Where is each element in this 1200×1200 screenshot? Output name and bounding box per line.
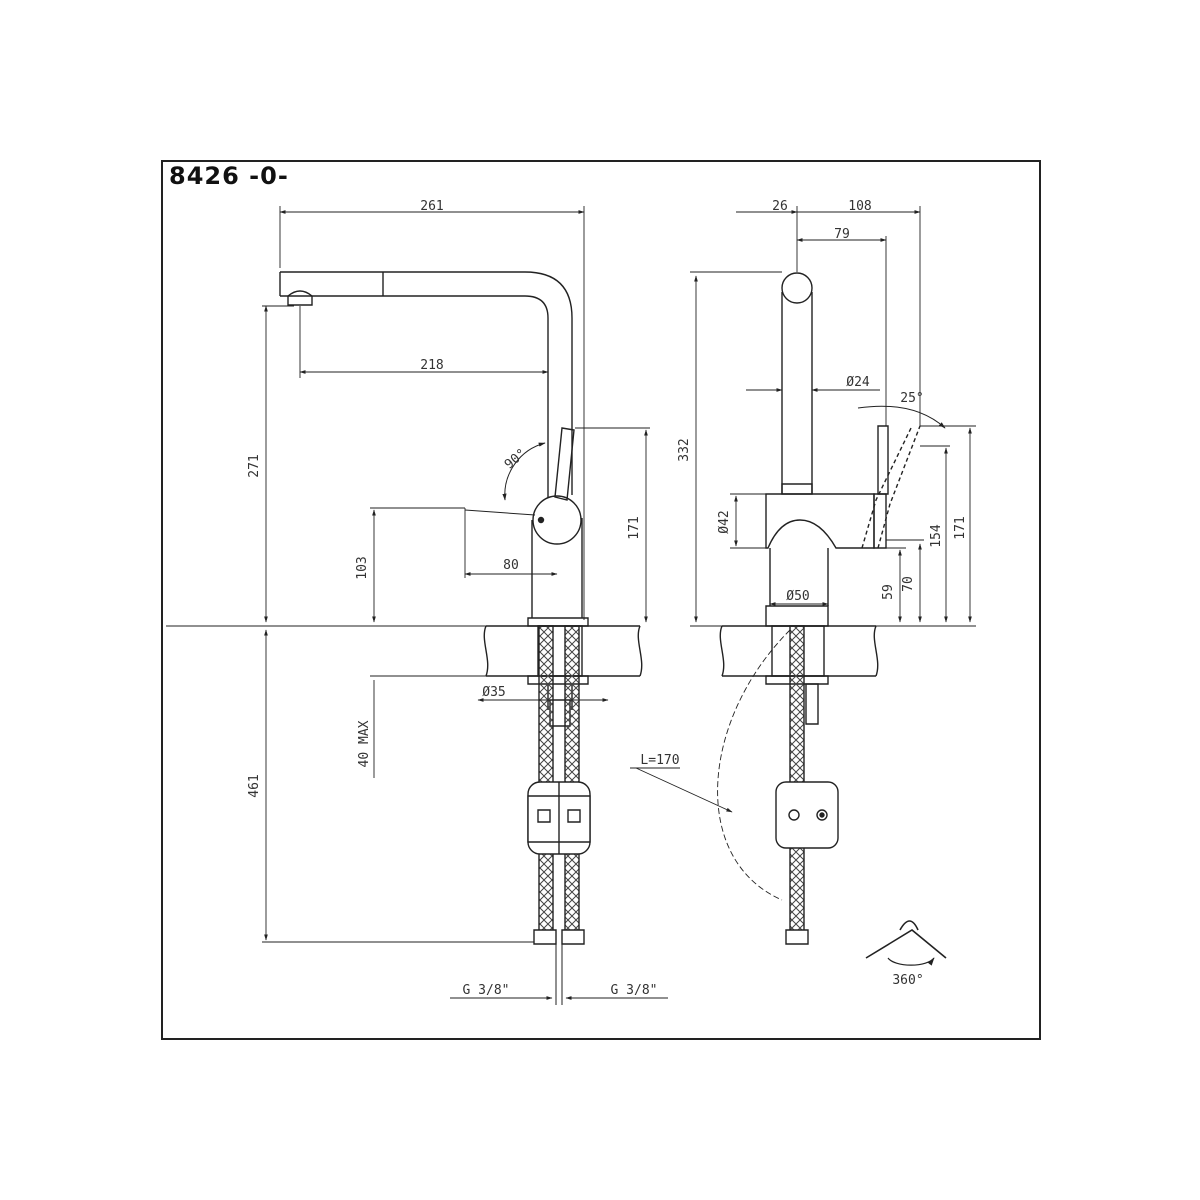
tap-body [528,496,588,626]
dim-deck-thickness: 40 MAX [357,720,372,767]
front-view [280,272,642,1005]
dim-below-deck: 461 [247,774,262,797]
dim-base-diameter: Ø50 [786,589,809,604]
dim-thread-left: G 3/8" [463,983,510,998]
dim-hose-length: L=170 [640,753,679,768]
supply-hoses [528,626,590,1005]
dimension-labels: 261 218 90° 271 103 80 171 461 40 MAX Ø3… [247,199,968,998]
lever-side [858,406,946,548]
spout-side [782,273,812,494]
dim-spout-axis: 79 [834,227,850,242]
shank-side [630,626,838,944]
dim-overall-height-left: 171 [627,516,642,539]
dim-lever-height-1: 59 [881,584,896,600]
body-side [766,494,886,626]
dim-lever-reach: 108 [848,199,871,214]
dim-lever-offset: 80 [503,558,519,573]
countertop-deck [484,626,641,676]
lever [465,428,574,515]
drawing-title: 8426 -0- [169,162,289,190]
dim-lever-height-3: 154 [929,524,944,548]
dim-spout-height: 271 [247,454,262,477]
dim-top-offset: 26 [772,199,788,214]
dim-spout-inner: 218 [420,358,443,373]
dim-swivel: 360° [892,973,923,988]
dim-spout-reach: 261 [420,199,443,214]
spout [280,272,572,498]
dim-thread-right: G 3/8" [611,983,658,998]
dim-overall-height: 332 [677,438,692,461]
dim-lever-rotation: 90° [502,446,530,473]
drawing-sheet: 8426 -0- [161,160,1041,1040]
dim-lever-tilt: 25° [900,391,923,406]
dim-shank-diameter: Ø35 [482,685,505,700]
dim-body-height: 103 [355,556,370,579]
front-dimensions [166,206,668,1000]
dim-lever-height-2: 70 [901,576,916,592]
side-dimensions [690,206,976,626]
swivel-symbol [866,921,946,965]
dim-spout-diameter: Ø24 [846,375,870,390]
dim-lever-height-4: 171 [953,516,968,539]
dim-body-diameter: Ø42 [717,510,732,533]
side-view [630,273,946,965]
